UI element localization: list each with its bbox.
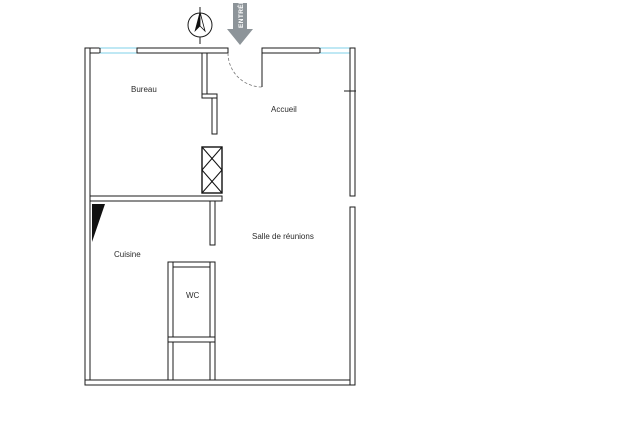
outer-wall-top-b <box>136 47 229 54</box>
window-1 <box>99 47 138 54</box>
north-compass-icon <box>187 7 213 44</box>
wall-bureau-accueil-upper <box>201 52 208 99</box>
room-label-wc: WC <box>186 291 200 300</box>
shaft-symbol <box>201 146 223 194</box>
shaft-hatch-2 <box>201 146 223 171</box>
room-label-accueil: Accueil <box>271 105 297 114</box>
wc-wall-right <box>209 261 216 381</box>
room-label-bureau: Bureau <box>131 85 157 94</box>
shaft-hatch-4 <box>201 169 223 194</box>
outer-wall-bottom <box>84 379 356 386</box>
shaft-box <box>201 146 223 194</box>
room-label-salle-reunions: Salle de réunions <box>252 232 314 241</box>
wc-wall-left <box>167 261 174 381</box>
entrance-door-swing-arc <box>227 52 263 88</box>
entrance-label: ENTRÉE <box>236 0 245 28</box>
wall-cuisine-salle <box>209 200 216 246</box>
outer-wall-top-c <box>261 47 321 54</box>
outer-wall-right-upper <box>349 47 356 197</box>
wc-wall-divider <box>167 336 216 343</box>
door-wedge-icon <box>92 204 105 242</box>
outer-wall-left <box>84 47 91 386</box>
wc-wall-top <box>167 261 216 268</box>
window-2 <box>319 47 353 54</box>
entrance-arrow-icon <box>227 3 253 45</box>
wall-bureau-accueil-lower <box>211 97 218 135</box>
wall-bureau-cuisine <box>89 195 223 202</box>
entrance-marker: ENTRÉE <box>227 0 253 45</box>
wall-bureau-accueil-jog <box>201 93 218 99</box>
compass-needle-light-half <box>199 11 206 33</box>
room-label-cuisine: Cuisine <box>114 250 141 259</box>
outer-wall-right-lower <box>349 206 356 386</box>
